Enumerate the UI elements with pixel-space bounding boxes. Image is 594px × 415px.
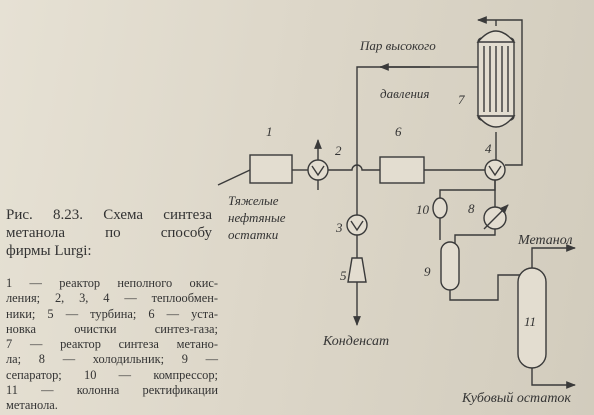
legend-line: ла; 8 — холодильник; 9 — (6, 352, 218, 367)
reactor-partial-oxidation (249, 154, 293, 184)
steam-label-2: давления (380, 86, 429, 101)
feed-line (217, 169, 251, 186)
label-3: 3 (335, 220, 343, 235)
legend-line: сепаратор; 10 — компрессор; (6, 367, 218, 382)
heat-exchanger-2 (307, 159, 329, 181)
legend-line: 7 — реактор синтеза метано- (6, 337, 218, 352)
line-9-to-11 (449, 274, 525, 301)
reactor-7-tubes (483, 46, 509, 112)
label-4: 4 (485, 141, 492, 156)
heat-exchanger-3 (346, 214, 368, 236)
label-6: 6 (395, 124, 402, 139)
heat-exchanger-4 (484, 159, 506, 181)
feed-label-1: Тяжелые (228, 193, 279, 208)
bottoms-label: Кубовый остаток (461, 391, 571, 406)
label-7: 7 (458, 92, 465, 107)
figure-legend: 1 — реактор неполного окис- ления; 2, 3,… (6, 276, 218, 414)
bottoms-outlet (531, 368, 576, 389)
steam-line (356, 66, 478, 215)
exchanger-4-coil (488, 165, 502, 177)
exchanger-2-coil (311, 165, 325, 177)
compressor (432, 197, 448, 219)
legend-line: 11 — колонна ректификации (6, 383, 218, 398)
label-5: 5 (340, 268, 347, 283)
steam-label-1: Пар высокого (359, 38, 436, 53)
feed-label-3: остатки (228, 227, 279, 242)
legend-line: метанола. (6, 398, 58, 413)
label-1: 1 (266, 124, 273, 139)
gas-cleanup-unit (379, 156, 425, 184)
label-8: 8 (468, 201, 475, 216)
label-10: 10 (416, 202, 430, 217)
condensate-label: Конденсат (322, 334, 389, 349)
caption-line: Рис. 8.23. Схема синтеза (6, 207, 212, 223)
label-9: 9 (424, 264, 431, 279)
feed-label-2: нефтяные (228, 210, 286, 225)
methanol-outlet (531, 244, 576, 268)
line-2-to-6 (328, 164, 380, 171)
line-8-to-9 (454, 229, 496, 248)
legend-line: ники; 5 — турбина; 6 — уста- (6, 306, 218, 321)
caption-line: фирмы Lurgi: (6, 243, 92, 259)
caption-line: метанола по способу (6, 225, 212, 241)
reactor-7-bottom (476, 115, 516, 128)
separator (440, 241, 460, 291)
legend-line: новка очистки синтез-газа; (6, 321, 218, 336)
line-4-to-reactor-top (477, 16, 523, 166)
reactor-7-top (476, 30, 516, 43)
label-2: 2 (335, 143, 342, 158)
legend-line: ления; 2, 3, 4 — теплообмен- (6, 291, 218, 306)
figure-caption: Рис. 8.23. Схема синтеза метанола по спо… (6, 206, 212, 260)
line-4-to-10 (439, 180, 496, 200)
methanol-label: Метанол (517, 233, 572, 248)
turbine (347, 257, 367, 283)
legend-line: 1 — реактор неполного окис- (6, 276, 218, 290)
label-11: 11 (524, 314, 536, 329)
exchanger-3-coil (350, 220, 364, 232)
cooler-arrow (483, 204, 509, 230)
